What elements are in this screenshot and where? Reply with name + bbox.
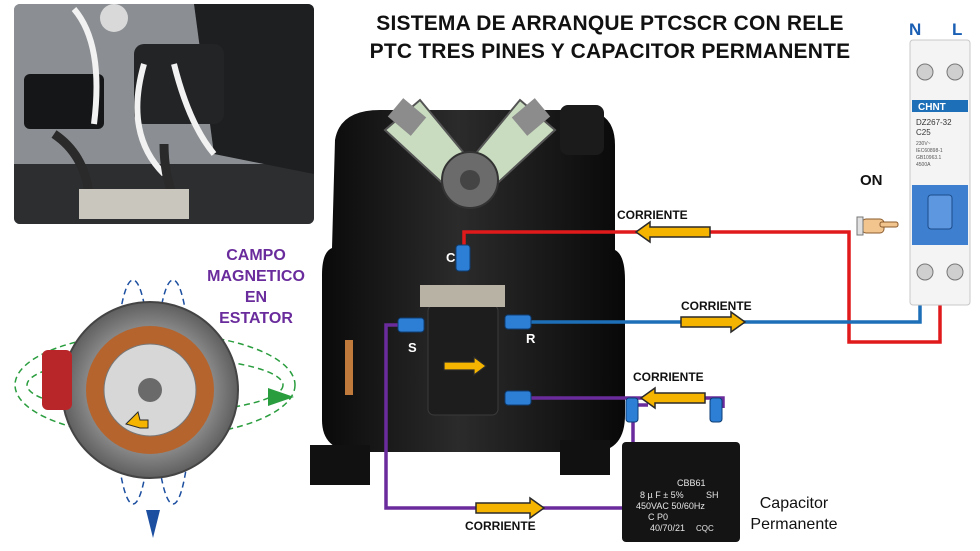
terminal-s-connector bbox=[397, 317, 425, 333]
current-arrows bbox=[443, 220, 747, 520]
terminal-c-label: C bbox=[446, 250, 456, 265]
arrow-relay bbox=[443, 355, 487, 377]
wire-red bbox=[462, 230, 942, 344]
terminals bbox=[397, 244, 723, 423]
corriente-label-bottom: CORRIENTE bbox=[465, 519, 536, 533]
corriente-label-red: CORRIENTE bbox=[617, 208, 688, 222]
breaker-screw-top-n bbox=[916, 63, 934, 81]
field-line-horizontal-2 bbox=[14, 332, 296, 438]
diagram-title: SISTEMA DE ARRANQUE PTCSCR CON RELE PTC … bbox=[330, 10, 890, 66]
compressor-cap bbox=[560, 105, 604, 155]
arrow-current-bottom bbox=[475, 496, 546, 520]
relay-terminal-plate bbox=[420, 285, 505, 307]
compressor bbox=[310, 98, 625, 485]
capacitor-rating: 40/70/21 bbox=[650, 523, 685, 533]
terminal-s-label: S bbox=[408, 340, 417, 355]
piston-illustration bbox=[383, 98, 557, 209]
capacitor: CBB61 8 µ F ± 5% SH 450VAC 50/60Hz C P0 … bbox=[622, 442, 740, 542]
breaker-brand-band bbox=[912, 100, 968, 112]
breaker-spec-2: IEC60898-1 bbox=[916, 148, 943, 154]
capacitor-mark: CQC bbox=[696, 524, 714, 533]
breaker-spec-3: GB10963.1 bbox=[916, 155, 942, 161]
breaker-spec-1: 230V~ bbox=[916, 141, 931, 147]
campo-line-1: CAMPO bbox=[226, 247, 286, 264]
breaker-toggle[interactable] bbox=[927, 194, 953, 230]
compressor-foot-left bbox=[310, 445, 370, 485]
circuit-breaker: CHNT DZ267-32 C25 230V~ IEC60898-1 GB109… bbox=[909, 39, 971, 306]
compressor-shell bbox=[322, 110, 625, 452]
line-label: L bbox=[952, 20, 963, 39]
capacitor-permanente-label: Capacitor Permanente bbox=[724, 493, 864, 535]
compressor-photo bbox=[14, 4, 314, 224]
breaker-screw-top-l bbox=[946, 63, 964, 81]
rotor-arrow bbox=[125, 411, 149, 429]
capacitor-sh: SH bbox=[706, 490, 719, 500]
capacitor-body bbox=[622, 442, 740, 542]
terminal-r-label: R bbox=[526, 331, 536, 346]
terminal-c-connector bbox=[455, 244, 471, 272]
stator-illustration bbox=[14, 279, 296, 538]
field-arrow-down bbox=[146, 510, 160, 538]
on-label: ON bbox=[860, 172, 883, 189]
corriente-label-capacitor: CORRIENTE bbox=[633, 370, 704, 384]
capacitor-label-line-2: Permanente bbox=[750, 516, 838, 533]
terminal-r-connector bbox=[504, 314, 532, 330]
compressor-photo-art bbox=[14, 4, 314, 224]
capacitor-capacitance: 8 µ F ± 5% bbox=[640, 490, 684, 500]
capacitor-voltage: 450VAC 50/60Hz bbox=[636, 501, 705, 511]
compressor-foot-right bbox=[560, 440, 610, 475]
hand-pointer-icon bbox=[856, 216, 899, 236]
breaker-screw-bottom-l bbox=[946, 263, 964, 281]
campo-line-4: ESTATOR bbox=[219, 310, 293, 327]
terminal-cap-connector bbox=[504, 390, 532, 406]
capacitor-terminal-right bbox=[709, 397, 723, 423]
rotor-shaft bbox=[138, 378, 162, 402]
capacitor-code: CBB61 bbox=[677, 478, 706, 488]
corriente-label-blue: CORRIENTE bbox=[681, 299, 752, 313]
capacitor-terminal-left bbox=[625, 397, 639, 423]
breaker-screw-bottom-n bbox=[916, 263, 934, 281]
arrow-current-red bbox=[634, 220, 711, 244]
campo-line-3: EN bbox=[244, 289, 268, 306]
campo-line-2: MAGNETICO bbox=[207, 268, 305, 285]
neutral-label: N bbox=[909, 20, 922, 39]
title-line-2: PTC TRES PINES Y CAPACITOR PERMANENTE bbox=[369, 40, 851, 63]
capacitor-class: C P0 bbox=[648, 512, 668, 522]
wire-blue bbox=[520, 300, 922, 324]
breaker-body bbox=[909, 39, 971, 306]
breaker-rating: C25 bbox=[916, 128, 931, 137]
campo-magnetico-label: CAMPO MAGNETICO EN ESTATOR bbox=[196, 245, 316, 329]
field-arrow-right bbox=[268, 388, 294, 406]
wire-purple-cap bbox=[520, 396, 725, 408]
arrow-current-capacitor bbox=[639, 386, 706, 410]
process-tube bbox=[345, 340, 353, 395]
title-line-1: SISTEMA DE ARRANQUE PTCSCR CON RELE bbox=[376, 12, 844, 35]
ptc-relay bbox=[427, 304, 499, 416]
breaker-model: DZ267-32 bbox=[916, 118, 952, 127]
capacitor-label-line-1: Capacitor bbox=[759, 495, 829, 512]
breaker-brand: CHNT bbox=[918, 102, 946, 113]
arrow-current-blue bbox=[680, 310, 747, 334]
breaker-spec-4: 4500A bbox=[916, 162, 931, 168]
stator-connector bbox=[42, 350, 72, 410]
